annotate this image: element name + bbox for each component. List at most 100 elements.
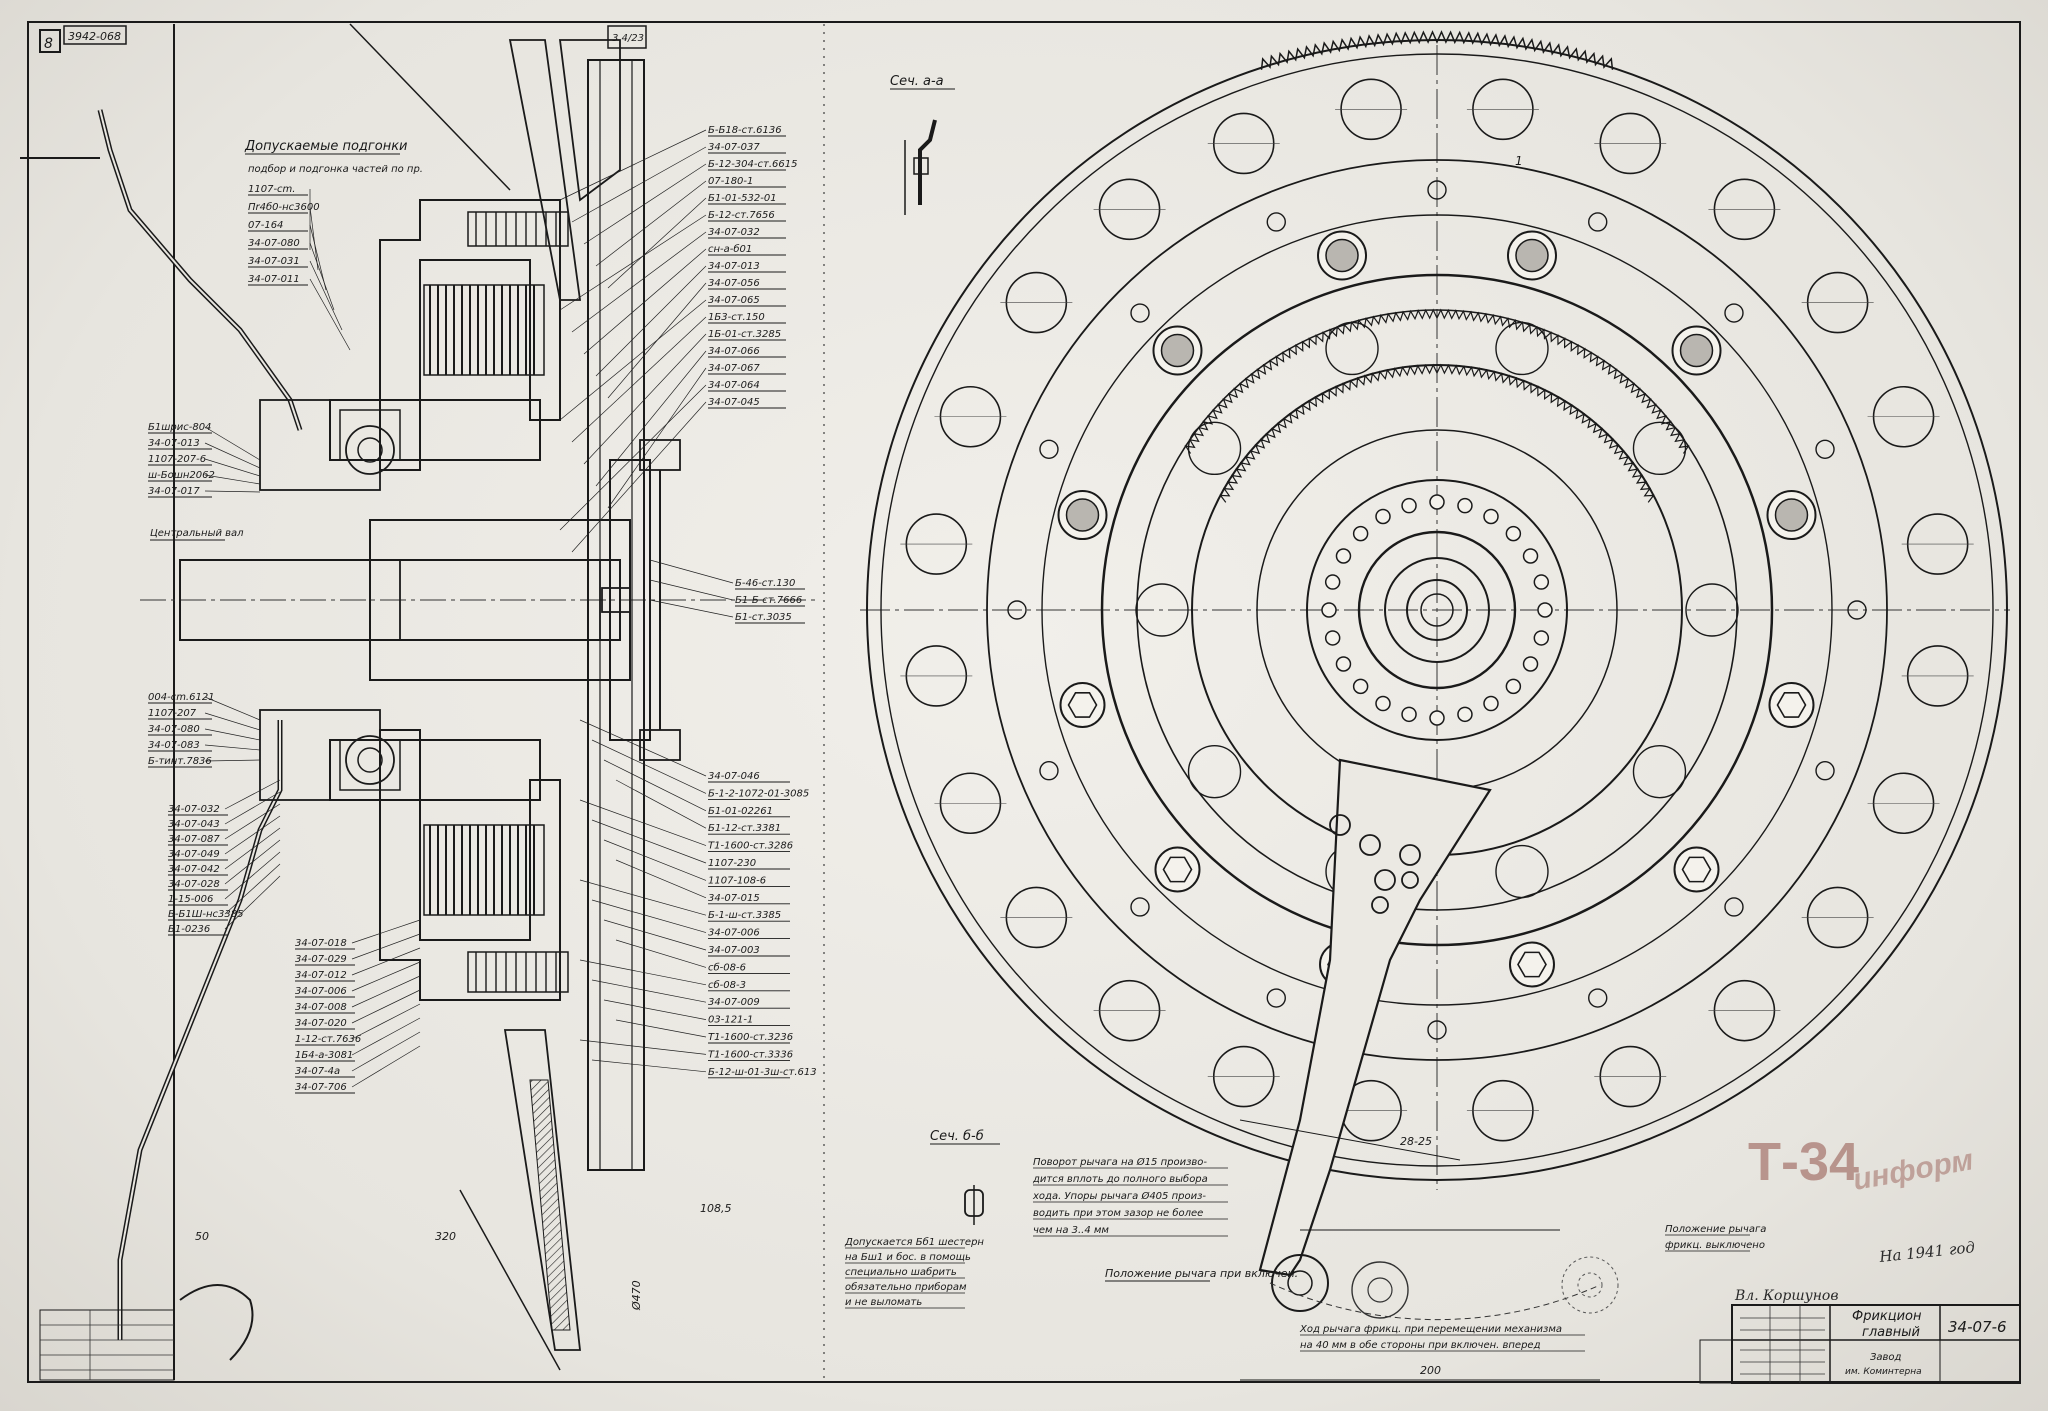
section-a-a-detail: [904, 119, 937, 215]
callout-label: 34-07-083: [148, 740, 200, 751]
sheet-frame: [27, 21, 2021, 1383]
leader-line: [583, 248, 707, 355]
note-bottom: Ход рычага фрикц. при перемещении механи…: [1299, 1324, 1585, 1352]
leader-line: [571, 146, 707, 223]
callout-label: 1107-cm.: [248, 184, 295, 195]
leader-line: [607, 197, 707, 289]
leader-line: [607, 367, 707, 509]
leader-line: [204, 744, 261, 751]
callout-label: Б1-01-532-01: [708, 193, 777, 204]
callout-label: 34-07-037: [708, 142, 760, 153]
bearing-ball: [1352, 678, 1369, 695]
bearing-ball: [1537, 602, 1553, 618]
callout-label: 34-07-008: [295, 1002, 347, 1013]
left-low-refs-group: 004-cm.61211107-20734-07-08034-07-083Б-т…: [148, 692, 215, 768]
leader-line: [615, 779, 707, 829]
pressure-plate-hole: [1187, 421, 1242, 476]
leader-line: [351, 989, 421, 1024]
bearing-ball: [1505, 678, 1522, 695]
section-label-a: Сеч. а-а: [890, 74, 955, 90]
leader-line: [309, 206, 319, 271]
title-plant-sub: им. Коминтерна: [1845, 1367, 1922, 1377]
bearing-ball: [1375, 508, 1391, 525]
note-line: Положение рычага: [1665, 1224, 1766, 1235]
callout-label: 34-07-032: [168, 804, 220, 815]
small-hole: [1007, 600, 1027, 620]
bearing-ball: [1429, 494, 1445, 510]
leader-line: [591, 739, 707, 794]
title-plant: Завод: [1870, 1352, 1902, 1363]
corner-mark-box: [39, 29, 61, 53]
shaft-label: Центральный вал: [150, 528, 244, 541]
bearing-ball: [1335, 548, 1352, 564]
callout-label: Б1-0236: [168, 924, 210, 935]
leader-line: [351, 933, 421, 960]
callout-label: 34-07-4а: [295, 1066, 340, 1077]
lower-release-housing: [259, 709, 381, 801]
lower-spring-pack: [467, 951, 569, 993]
flywheel-outer-holes: [900, 78, 1974, 1142]
bearing-ball: [1375, 695, 1391, 712]
inner-drum-teeth-2: [1219, 363, 1655, 503]
svg-text:Сеч. б-б: Сеч. б-б: [930, 1129, 984, 1144]
flywheel-rim: [587, 59, 645, 1171]
lever-end-positions: [1269, 1254, 1619, 1321]
callout-label: 34-07-065: [708, 295, 760, 306]
callout-label: Б-Б1Ш-нс3385: [168, 909, 243, 920]
leader-line: [309, 260, 343, 331]
lower-friction-plates: [423, 824, 545, 916]
leader-line: [204, 458, 261, 477]
callout-label: Б-46-ст.130: [735, 578, 795, 589]
coupling-bolts: [601, 439, 681, 761]
callout-labels: 1107-cm.Пr4б0-нс360007-16434-07-08034-07…: [148, 125, 817, 1094]
callout-label: 34-07-032: [708, 227, 760, 238]
bearing-ball: [1324, 630, 1341, 646]
leader-line: [591, 979, 707, 1003]
lower-bearing: [345, 735, 395, 785]
inner-drum-teeth: [1184, 308, 1690, 454]
leader-line: [579, 879, 707, 916]
leader-line: [204, 426, 261, 461]
leader-line: [224, 815, 281, 855]
callout-label: Б-1-ш-ст.3385: [708, 910, 781, 921]
callout-label: Б-12-ст.7656: [708, 210, 775, 221]
leader-line: [309, 242, 335, 311]
bearing-ball: [1533, 574, 1550, 590]
leader-line: [224, 851, 281, 900]
leader-line: [224, 827, 281, 870]
callout-label: 34-07-706: [295, 1082, 347, 1093]
leader-line: [351, 975, 421, 1008]
bearing-ball: [1483, 695, 1499, 712]
callout-label: Б1-Б-ст.7666: [735, 595, 802, 606]
leader-line: [595, 265, 707, 377]
small-hole: [1724, 303, 1744, 323]
callout-label: Б-тинт.7836: [148, 756, 212, 767]
small-hole: [1427, 180, 1447, 200]
leader-line: [351, 1031, 421, 1072]
leader-line: [579, 719, 707, 777]
small-hole: [1724, 897, 1744, 917]
svg-text:Допускаемые подгонки: Допускаемые подгонки: [244, 139, 408, 154]
leader-line: [204, 759, 261, 762]
leader-line: [615, 939, 707, 968]
svg-text:подбор и подгонка частей по пр: подбор и подгонка частей по пр.: [248, 163, 423, 175]
callout-label: 03-121-1: [708, 1015, 753, 1026]
title-block: Фрикцион главный 34-07-6 Завод им. Комин…: [1699, 1288, 2021, 1384]
note-line: и не выломать: [845, 1297, 922, 1308]
clutch-cover-bolts: [1057, 230, 1817, 988]
upper-release-housing: [259, 399, 381, 491]
leader-line: [309, 224, 327, 291]
upper-spring-pack: [467, 211, 569, 247]
leader-line: [595, 180, 707, 267]
upper-hub: [329, 399, 541, 461]
callout-label: 34-07-012: [295, 970, 347, 981]
dim-1: 1: [1515, 154, 1523, 168]
leader-line: [579, 959, 707, 986]
callout-label: 1Б4-а-3081: [295, 1050, 353, 1061]
leader-line: [591, 899, 707, 933]
leader-line: [224, 875, 281, 930]
small-hole: [1039, 761, 1059, 781]
